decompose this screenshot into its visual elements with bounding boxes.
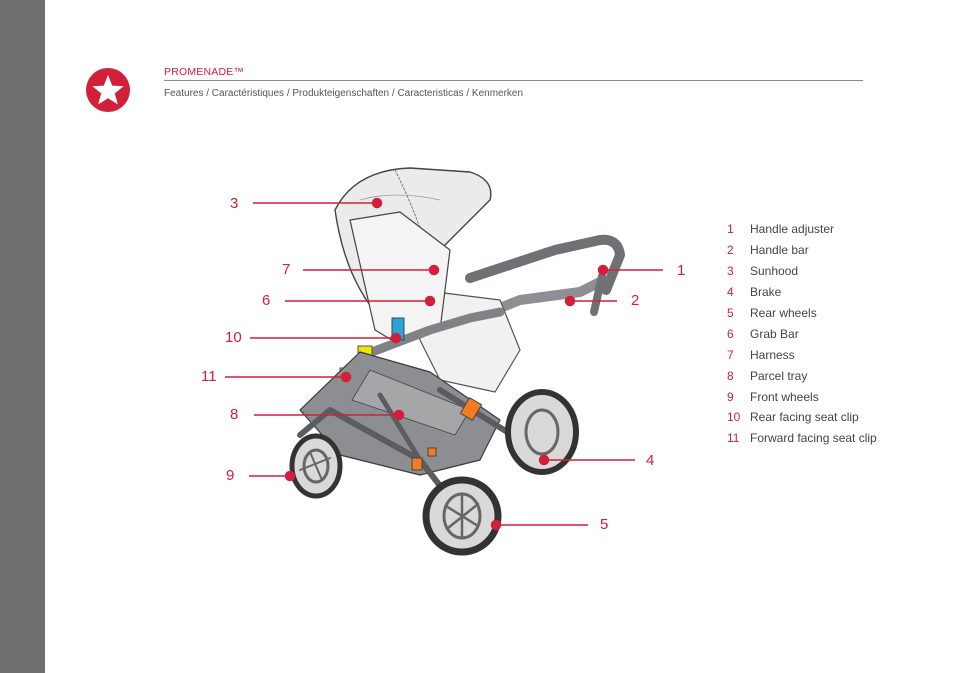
callout-leaders [225, 197, 663, 531]
star-icon [86, 68, 130, 112]
legend-number: 5 [727, 306, 734, 320]
callout-7: 7 [282, 261, 290, 278]
callout-10: 10 [225, 329, 242, 346]
callout-5: 5 [600, 516, 608, 533]
callout-9: 9 [226, 467, 234, 484]
legend-label: Parcel tray [750, 368, 808, 383]
legend-item: 9 Front wheels [727, 386, 877, 407]
legend-item: 10 Rear facing seat clip [727, 407, 877, 428]
legend-item: 8 Parcel tray [727, 365, 877, 386]
legend-item: 5 Rear wheels [727, 303, 877, 324]
legend-number: 9 [727, 389, 734, 404]
callout-numbers: 1 2 3 4 5 6 7 8 9 10 11 [201, 195, 685, 533]
legend-number: 6 [727, 326, 734, 341]
side-bar [0, 0, 45, 673]
callout-4: 4 [646, 452, 654, 469]
page-subtitle: Features / Caractéristiques / Produkteig… [164, 88, 524, 99]
stroller-illustration [289, 167, 625, 556]
page-title: PROMENADE™ [164, 66, 245, 78]
legend-number: 8 [727, 368, 734, 383]
legend-item: 11 Forward facing seat clip [727, 428, 877, 449]
legend-number: 11 [727, 431, 740, 446]
features-legend: 1 Handle adjuster 2 Handle bar 3 Sunhood 4 B… [727, 219, 877, 449]
callout-2: 2 [631, 292, 639, 309]
legend-label: Rear facing seat clip [750, 410, 859, 425]
legend-label: Handle bar [750, 243, 809, 258]
legend-number: 10 [727, 410, 741, 425]
legend-label: Handle adjuster [750, 222, 835, 237]
legend-label: Grab Bar [750, 326, 799, 341]
legend-item: 6 Grab Bar [727, 323, 877, 344]
legend-label: Sunhood [750, 264, 799, 279]
legend-label: Front wheels [750, 389, 819, 404]
callout-6: 6 [262, 292, 270, 309]
legend-item: 1 Handle adjuster [727, 219, 877, 240]
callout-11: 11 [201, 368, 217, 385]
legend-item: 2 Handle bar [727, 240, 877, 261]
legend-item: 7 Harness [727, 344, 877, 365]
legend-label: Brake [750, 285, 782, 300]
legend-number: 2 [727, 243, 734, 258]
legend-number: 7 [727, 347, 734, 362]
title-divider [164, 80, 863, 81]
callout-3: 3 [230, 195, 238, 212]
legend-number: 1 [727, 222, 734, 237]
legend-number: 3 [727, 264, 734, 279]
legend-item: 4 Brake [727, 282, 877, 303]
legend-label: Harness [750, 347, 795, 362]
callout-8: 8 [230, 406, 238, 423]
legend-label: Rear wheels [750, 306, 817, 320]
legend-number: 4 [727, 285, 734, 300]
callout-1: 1 [677, 262, 685, 279]
legend-label: Forward facing seat clip [750, 431, 877, 446]
legend-item: 3 Sunhood [727, 261, 877, 282]
